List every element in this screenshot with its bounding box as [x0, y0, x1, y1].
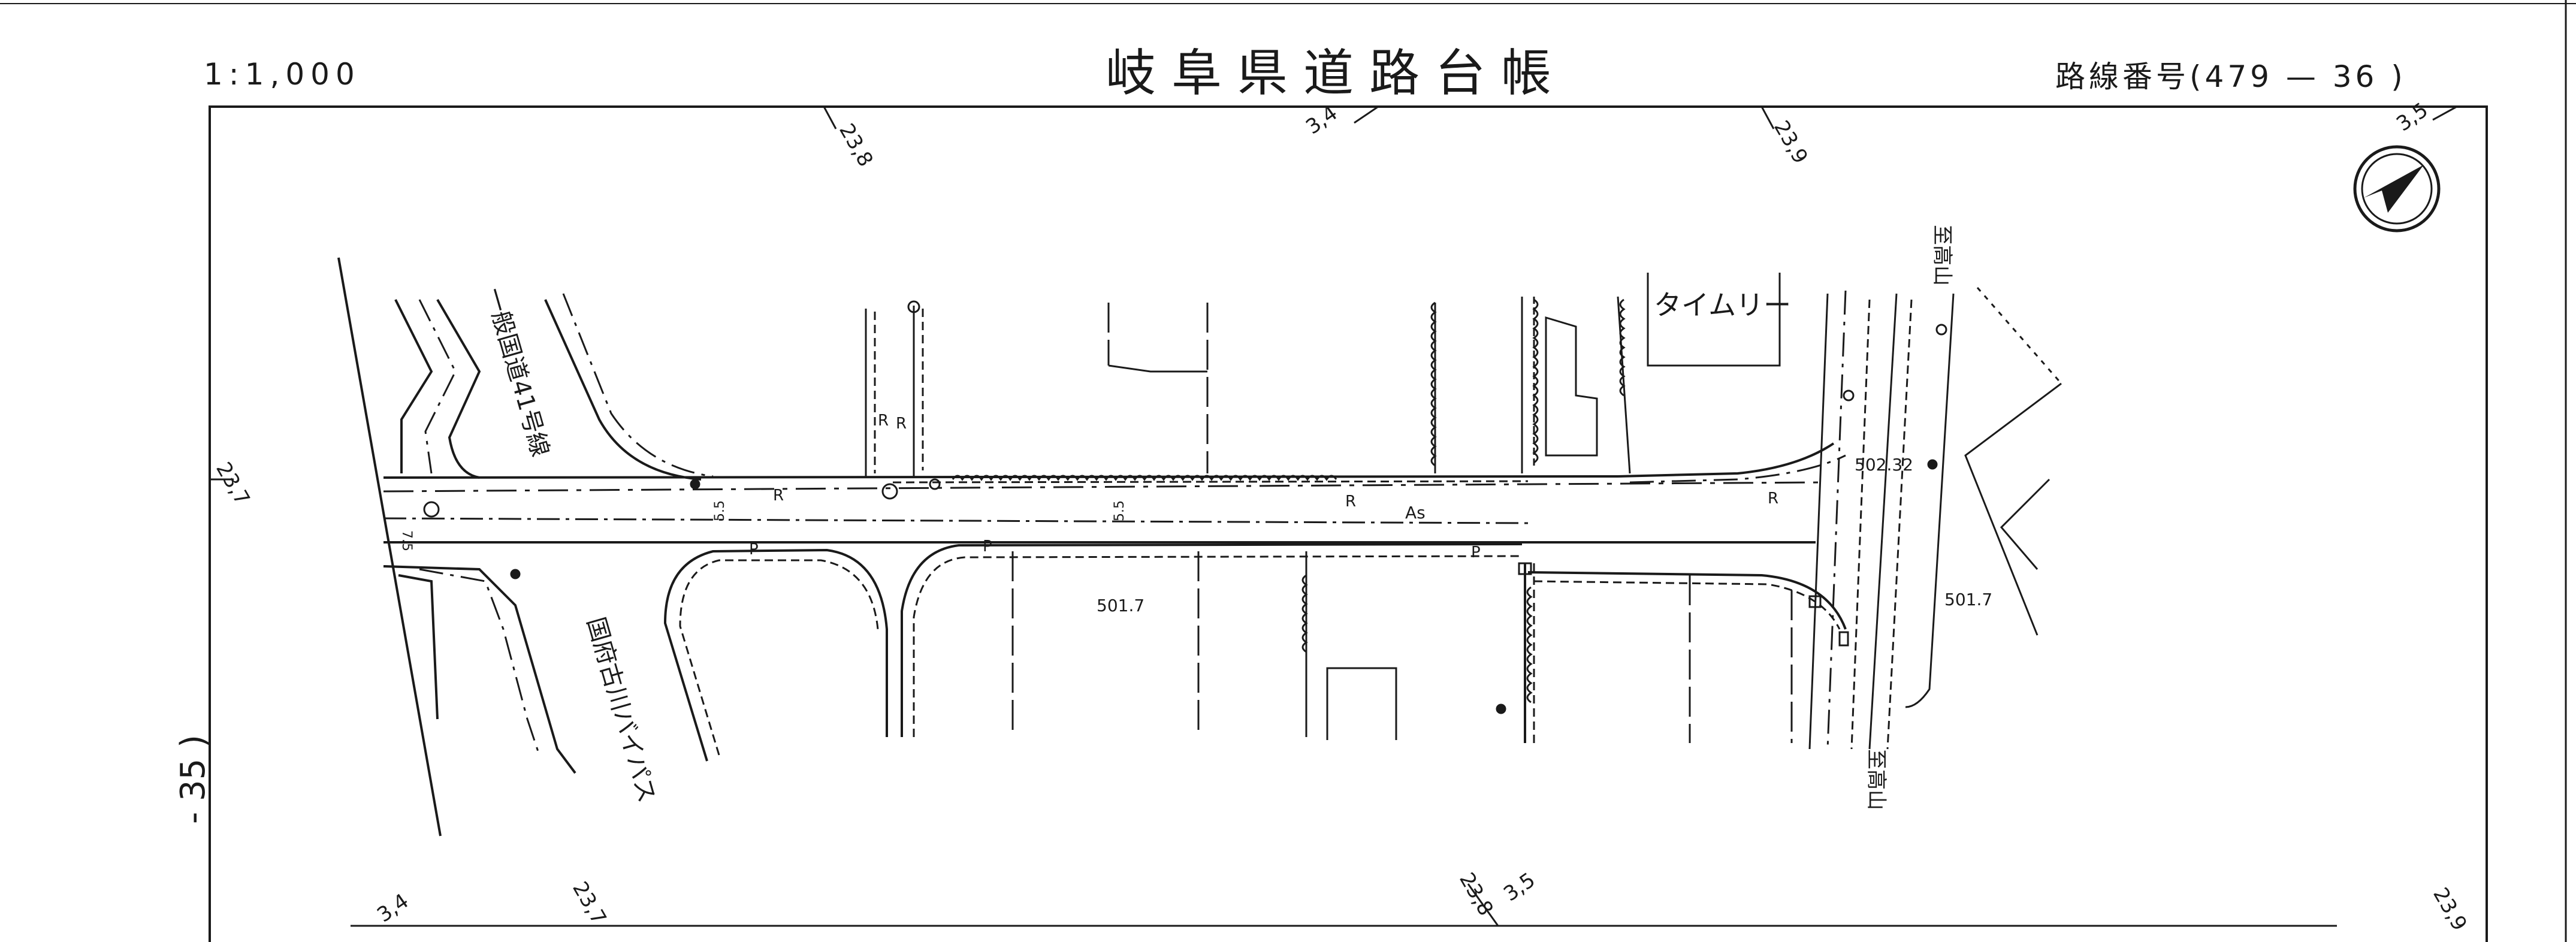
- pole-icon: [929, 478, 941, 490]
- parcels-south: [1011, 551, 1793, 743]
- hedges: [952, 298, 1626, 704]
- edge-label-bottom-4: 3,5: [1499, 868, 1539, 907]
- edge-label-bottom-2: 23,7: [567, 878, 611, 929]
- map-scale: 1:1,000: [204, 57, 361, 92]
- edge-label-top-1: 23,8: [834, 120, 877, 171]
- pole-icon: [1935, 324, 1947, 336]
- map-frame: [209, 105, 2488, 942]
- catch-basin-icon: [1518, 562, 1532, 575]
- edge-label-bottom-5: 23,9: [2428, 884, 2471, 935]
- label-road-mark: R: [896, 415, 907, 433]
- label-width: 5.5: [1112, 500, 1127, 521]
- edge-label-top-3: 23,9: [1769, 117, 1812, 168]
- edge-labels: 23,8 3,4 23,9 3,5 23,7 3,4 23,7 23,8 3,5…: [210, 98, 2472, 935]
- north-arrow-icon: [2353, 145, 2441, 233]
- label-destination-north: 至高山: [1930, 225, 1954, 286]
- label-surface-asphalt: As: [1405, 503, 1426, 523]
- main-road: [383, 442, 1847, 743]
- edge-label-bottom-1: 3,4: [373, 889, 413, 928]
- edge-label-top-4: 3,5: [2392, 98, 2432, 137]
- hydrant-icon: [1496, 704, 1506, 714]
- hydrant-icon: [690, 479, 700, 490]
- label-elevation-1: 501.7: [1097, 596, 1144, 615]
- edge-label-bottom-3: 23,8: [1454, 869, 1497, 920]
- manhole-icon: [423, 501, 440, 518]
- label-road-mark: R: [1768, 490, 1778, 508]
- hydrant-icon: [1927, 459, 1938, 470]
- label-road-mark: R: [878, 412, 889, 430]
- parcels-north: [865, 273, 2062, 750]
- label-elevation-3: 501.7: [1944, 590, 1992, 609]
- label-destination-south: 至高山: [1864, 749, 1888, 810]
- page-title: 岐阜県道路台帳: [1105, 44, 1567, 102]
- edge-label-left-1: 23,7: [211, 458, 254, 510]
- catch-basin-icon: [1808, 595, 1822, 608]
- label-parking-mark: P: [749, 541, 759, 558]
- route-number: 路線番号(479 — 36 ): [2055, 59, 2406, 94]
- manhole-icon: [881, 483, 898, 500]
- label-road-mark: R: [773, 487, 784, 505]
- map-symbols: [423, 324, 1947, 714]
- label-parking-mark: P: [1471, 544, 1481, 561]
- label-road-mark: R: [1345, 493, 1356, 511]
- label-furukawa-bypass: 国府古川バイパス: [581, 614, 660, 806]
- label-store-timely: タイムリー: [1654, 289, 1791, 321]
- hydrant-icon: [510, 569, 521, 579]
- route41-crossroad: [337, 257, 1523, 837]
- label-elevation-2: 502.32: [1855, 455, 1913, 475]
- south-building: [1326, 667, 1397, 740]
- label-width: 7.5: [399, 530, 414, 551]
- store-timely-building: [1647, 273, 1781, 367]
- label-width: 5.5: [712, 500, 727, 521]
- pole-icon: [1843, 390, 1855, 401]
- map-text: 一般国道41号線 国府古川バイパス タイムリー 501.7 502.32 501…: [399, 225, 1992, 810]
- label-parking-mark: P: [983, 538, 992, 555]
- label-route-41: 一般国道41号線: [479, 285, 554, 460]
- catch-basin-icon: [1838, 631, 1849, 647]
